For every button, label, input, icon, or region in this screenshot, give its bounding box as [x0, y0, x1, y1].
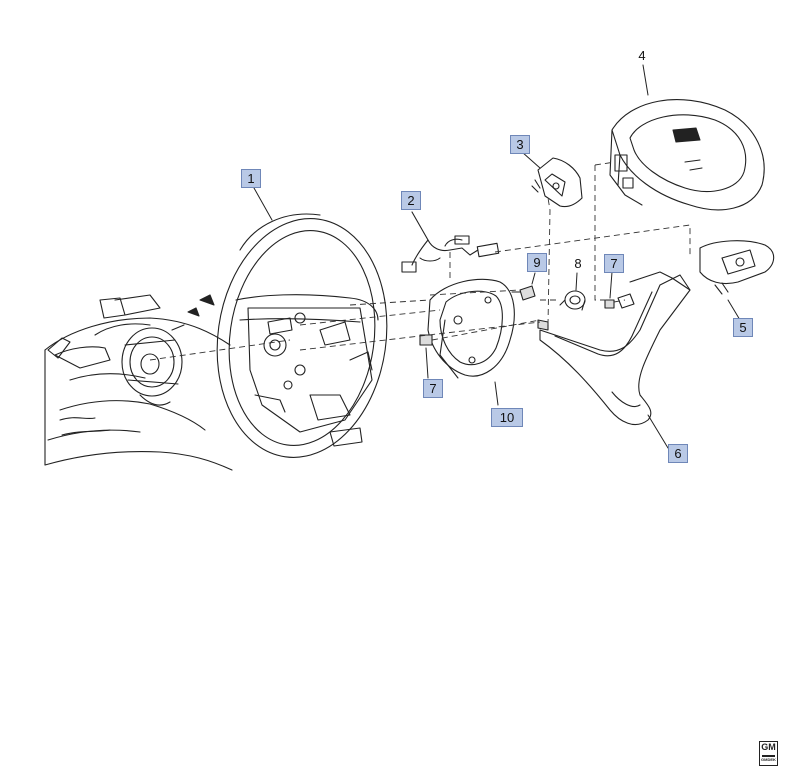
fastener-7-screw-left: [419, 334, 433, 379]
steering-column-assembly: [44, 294, 233, 471]
callout-6: 6: [668, 444, 688, 463]
callout-2: 2: [401, 191, 421, 210]
callout-5: 5: [733, 318, 753, 337]
callout-7-left: 7: [423, 379, 443, 398]
fastener-7-screw-right: [604, 271, 615, 309]
fastener-8-nut: [559, 272, 586, 311]
callout-3: 3: [510, 135, 530, 154]
lower-trim-bezel: [539, 271, 691, 449]
steering-wheel: [216, 213, 388, 458]
wiring-harness: [401, 211, 500, 273]
callout-1: 1: [241, 169, 261, 188]
fastener-9-screw: [511, 272, 536, 301]
callout-10: 10: [491, 408, 523, 427]
rear-cover: [427, 278, 515, 406]
airbag-module: [609, 64, 765, 211]
left-control-switch: [521, 151, 583, 208]
gm-logo-text: GM: [761, 742, 776, 752]
callout-4: 4: [638, 48, 646, 63]
callout-7-right: 7: [604, 254, 624, 273]
right-control-switch: [699, 240, 775, 321]
gm-logo: GM GMDEK: [759, 741, 778, 766]
callout-9: 9: [527, 253, 547, 272]
callout-8: 8: [574, 256, 582, 271]
gm-logo-subtext: GMDEK: [761, 757, 776, 762]
